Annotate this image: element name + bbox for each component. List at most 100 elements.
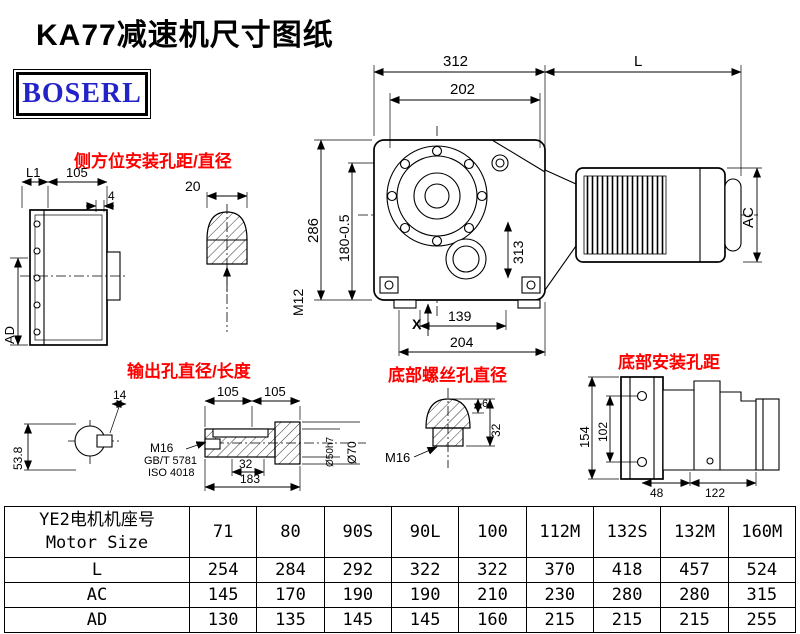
shaft-collar [274,421,301,465]
dim-312: 312 [443,53,468,70]
pin-shape [206,211,248,265]
keyway-slot [96,434,113,448]
dim-313: 313 [510,240,526,264]
motor-size-table: YE2电机机座号 Motor Size 71 80 90S 90L 100 11… [4,506,797,633]
dim-14: 14 [113,388,127,402]
base-view: 154 102 48 122 [577,376,780,500]
table-cell: 280 [660,582,729,608]
dim-L: L [634,53,642,70]
table-cell: 284 [256,557,325,583]
column-header: 132S [592,506,662,558]
output-bore [445,238,487,280]
table-cell: 210 [458,582,527,608]
column-header: 100 [458,506,527,558]
input-flange-circles [386,145,488,247]
thread-callout-m16-bolt: M16 [385,450,410,465]
dim-183: 183 [240,472,260,486]
pin-detail: 20 M12 [185,178,306,332]
x-mark: X [412,316,422,332]
table-cell: 145 [188,582,258,608]
shaft-keyway [212,428,269,438]
side-body [29,209,108,346]
table-cell: 292 [323,557,392,583]
base-flange [755,398,780,471]
dim-M12: M12 [290,289,306,316]
column-header: 90S [323,506,392,558]
dim-286: 286 [305,218,322,243]
dim-105b: 105 [264,384,286,399]
base-hole-top [636,390,648,402]
dim-204: 204 [450,334,474,350]
base-profile [662,380,757,471]
dim-102: 102 [596,422,610,442]
dim-32-bolt: 32 [489,423,503,437]
table-corner-cell: YE2电机机座号 Motor Size [4,506,190,558]
row-label: AD [4,607,190,633]
page-title: KA77减速机尺寸图纸 [36,19,334,52]
table-cell: 215 [660,607,729,633]
motor-bell [544,169,577,292]
table-cell: 190 [323,582,392,608]
table-cell: 457 [660,557,729,583]
dim-32-shaft: 32 [239,457,253,471]
column-header: 132M [660,506,729,558]
base-dims [588,376,757,487]
table-cell: 215 [592,607,662,633]
label-bottom-mount-holes: 底部安装孔距 [618,353,720,372]
corner-line1: YE2电机机座号 [39,510,155,531]
column-header: 160M [727,506,797,558]
table-cell: 130 [188,607,258,633]
table-row-AD: AD 130 135 145 145 160 215 215 215 255 [4,607,797,633]
table-cell: 418 [592,557,662,583]
boserl-logo-text: BOSERL [22,78,142,109]
table-cell: 322 [458,557,527,583]
dim-48: 48 [650,486,664,500]
dim-202: 202 [450,81,475,98]
boserl-logo: BOSERL [13,69,151,119]
table-row-AC: AC 145 170 190 190 210 230 280 280 315 [4,582,797,608]
table-cell: 135 [256,607,325,633]
table-cell: 170 [256,582,325,608]
bolt-dome [425,398,471,429]
table-cell: 230 [525,582,594,608]
dim-lines-top [373,65,742,176]
main-view: 312 L 202 286 180-0.5 313 AC [305,53,762,356]
shaft-detail: 105 105 M16 GB/T 5781 ISO 4018 32 183 Ø5… [144,384,366,491]
shaft-dims [185,397,360,491]
dim-20: 20 [185,178,201,194]
motor-endcap [724,178,742,252]
column-header: 71 [188,506,258,558]
table-cell: 160 [458,607,527,633]
standard-iso: ISO 4018 [148,467,194,479]
dim-6: 6 [482,398,488,410]
corner-line2: Motor Size [45,533,149,553]
dim-d70: Ø70 [345,441,359,464]
bolt-dims [413,398,495,458]
table-row-L: L 254 284 292 322 322 370 418 457 524 [4,557,797,583]
label-output-hole: 输出孔直径/长度 [127,362,251,381]
label-side-mount-holes: 侧方位安装孔距/直径 [74,152,232,171]
thread-callout-m16: M16 [150,441,174,455]
dim-4: 4 [108,189,115,203]
column-header: 80 [256,506,325,558]
key-section: 14 53.8 [11,388,127,471]
motor-fins [583,175,667,255]
tapped-hole [204,438,221,450]
standard-gb: GB/T 5781 [144,455,197,467]
row-label: AC [4,582,190,608]
bolt-shank [432,427,464,447]
table-cell: 254 [188,557,258,583]
label-bottom-screw-hole: 底部螺丝孔直径 [388,366,507,385]
dim-lines-bottom [398,302,546,356]
column-header: 90L [390,506,460,558]
bolt-detail: 6 32 M16 [385,388,503,468]
table-cell: 255 [727,607,797,633]
base-hole-bottom [636,456,648,468]
table-cell: 145 [390,607,460,633]
dim-L1: L1 [26,165,40,180]
oil-plug [491,154,509,172]
dim-lines-left [314,139,512,301]
dimension-drawing: 312 L 202 286 180-0.5 313 AC [2,53,780,500]
mount-pads [379,276,541,309]
dim-154: 154 [577,426,592,448]
